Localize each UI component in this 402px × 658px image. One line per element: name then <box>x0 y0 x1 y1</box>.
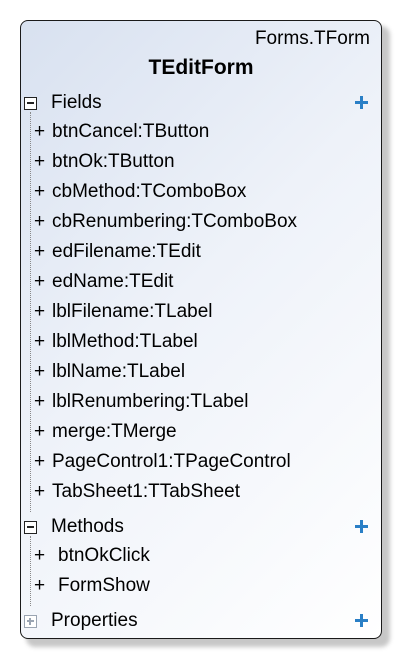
field-item[interactable]: + lblFilename:TLabel <box>21 298 381 328</box>
visibility-marker: + <box>34 241 46 262</box>
visibility-marker: + <box>34 391 46 412</box>
add-field-icon[interactable] <box>355 96 368 109</box>
field-signature: btnCancel:TButton <box>52 121 210 142</box>
fields-compartment-header[interactable]: Fields <box>24 91 373 119</box>
visibility-marker: + <box>34 545 46 566</box>
visibility-marker: + <box>34 575 46 596</box>
properties-compartment-header[interactable]: Properties <box>24 609 373 637</box>
fields-collapse-icon[interactable] <box>24 97 37 110</box>
field-signature: lblFilename:TLabel <box>52 301 213 322</box>
add-method-icon[interactable] <box>355 520 368 533</box>
methods-collapse-icon[interactable] <box>24 521 37 534</box>
method-signature: FormShow <box>58 575 150 596</box>
visibility-marker: + <box>34 181 46 202</box>
field-item[interactable]: + PageControl1:TPageControl <box>21 448 381 478</box>
add-property-icon[interactable] <box>355 614 368 627</box>
methods-list: + btnOkClick + FormShow <box>21 542 381 602</box>
field-item[interactable]: + lblName:TLabel <box>21 358 381 388</box>
field-signature: PageControl1:TPageControl <box>52 451 291 472</box>
field-signature: lblName:TLabel <box>52 361 186 382</box>
field-signature: cbRenumbering:TComboBox <box>52 211 298 232</box>
field-signature: cbMethod:TComboBox <box>52 181 247 202</box>
class-name[interactable]: TEditForm <box>148 56 254 79</box>
visibility-marker: + <box>34 211 46 232</box>
visibility-marker: + <box>34 361 46 382</box>
uml-class-box[interactable]: Forms.TForm TEditForm Fields + btnCancel:… <box>20 20 382 639</box>
visibility-marker: + <box>34 271 46 292</box>
field-item[interactable]: + edFilename:TEdit <box>21 238 381 268</box>
methods-compartment-header[interactable]: Methods <box>24 515 373 543</box>
properties-expand-icon[interactable] <box>24 615 37 628</box>
field-signature: btnOk:TButton <box>52 151 175 172</box>
fields-label: Fields <box>51 92 102 113</box>
method-signature: btnOkClick <box>58 545 150 566</box>
visibility-marker: + <box>34 451 46 472</box>
field-item[interactable]: + cbMethod:TComboBox <box>21 178 381 208</box>
field-item[interactable]: + btnCancel:TButton <box>21 118 381 148</box>
field-signature: lblRenumbering:TLabel <box>52 391 249 412</box>
field-signature: merge:TMerge <box>52 421 177 442</box>
visibility-marker: + <box>34 331 46 352</box>
fields-tree-line <box>30 112 31 512</box>
visibility-marker: + <box>34 121 46 142</box>
fields-list: + btnCancel:TButton + btnOk:TButton + cbMetho… <box>21 118 381 508</box>
properties-label: Properties <box>51 610 138 631</box>
field-signature: edFilename:TEdit <box>52 241 201 262</box>
class-stereotype: Forms.TForm <box>254 28 370 49</box>
field-item[interactable]: + TabSheet1:TTabSheet <box>21 478 381 508</box>
field-item[interactable]: + cbRenumbering:TComboBox <box>21 208 381 238</box>
visibility-marker: + <box>34 151 46 172</box>
field-item[interactable]: + edName:TEdit <box>21 268 381 298</box>
field-signature: edName:TEdit <box>52 271 174 292</box>
method-item[interactable]: + FormShow <box>21 572 381 602</box>
methods-tree-line <box>30 536 31 606</box>
field-item[interactable]: + lblRenumbering:TLabel <box>21 388 381 418</box>
field-signature: TabSheet1:TTabSheet <box>52 481 241 502</box>
visibility-marker: + <box>34 301 46 322</box>
field-signature: lblMethod:TLabel <box>52 331 198 352</box>
field-item[interactable]: + lblMethod:TLabel <box>21 328 381 358</box>
field-item[interactable]: + merge:TMerge <box>21 418 381 448</box>
field-item[interactable]: + btnOk:TButton <box>21 148 381 178</box>
method-item[interactable]: + btnOkClick <box>21 542 381 572</box>
methods-label: Methods <box>51 516 124 537</box>
visibility-marker: + <box>34 481 46 502</box>
visibility-marker: + <box>34 421 46 442</box>
